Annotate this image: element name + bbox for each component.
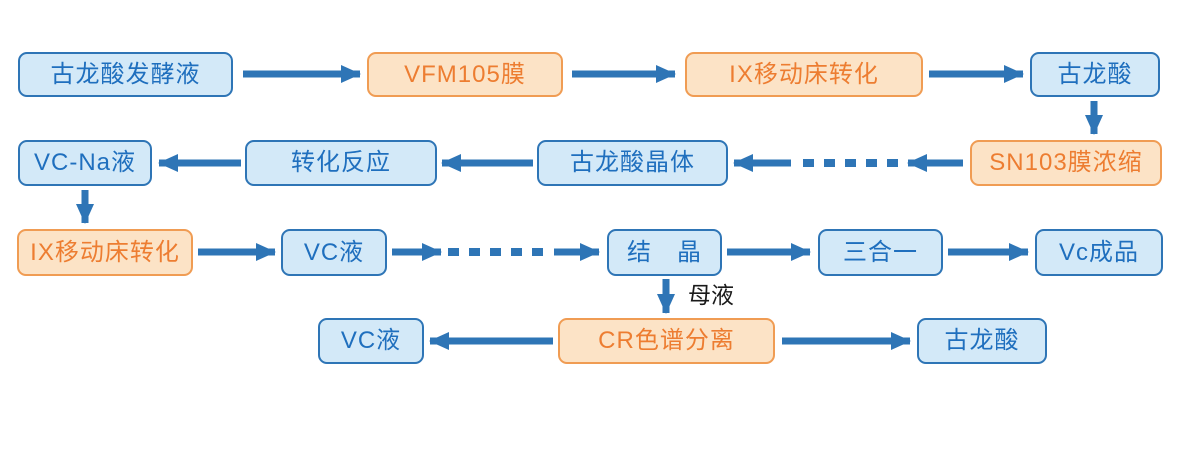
node-vc-finished-product: Vc成品	[1035, 229, 1163, 276]
node-three-in-one: 三合一	[818, 229, 943, 276]
node-vc-solution-2: VC液	[318, 318, 424, 364]
node-gulonic-acid-2: 古龙酸	[917, 318, 1047, 364]
node-gulonic-acid-1: 古龙酸	[1030, 52, 1160, 97]
node-vc-solution-1: VC液	[281, 229, 387, 276]
node-gulonic-fermentation-broth: 古龙酸发酵液	[18, 52, 233, 97]
node-vfm105-membrane: VFM105膜	[367, 52, 563, 97]
node-gulonic-acid-crystal: 古龙酸晶体	[537, 140, 728, 186]
node-ix-moving-bed-conversion-2: IX移动床转化	[17, 229, 193, 276]
node-sn103-membrane-concentration: SN103膜浓缩	[970, 140, 1162, 186]
node-crystallization: 结 晶	[607, 229, 722, 276]
mother-liquor-label: 母液	[688, 282, 734, 308]
node-vc-na-solution: VC-Na液	[18, 140, 152, 186]
node-ix-moving-bed-conversion-1: IX移动床转化	[685, 52, 923, 97]
node-cr-chromatographic-separation: CR色谱分离	[558, 318, 775, 364]
node-conversion-reaction: 转化反应	[245, 140, 437, 186]
